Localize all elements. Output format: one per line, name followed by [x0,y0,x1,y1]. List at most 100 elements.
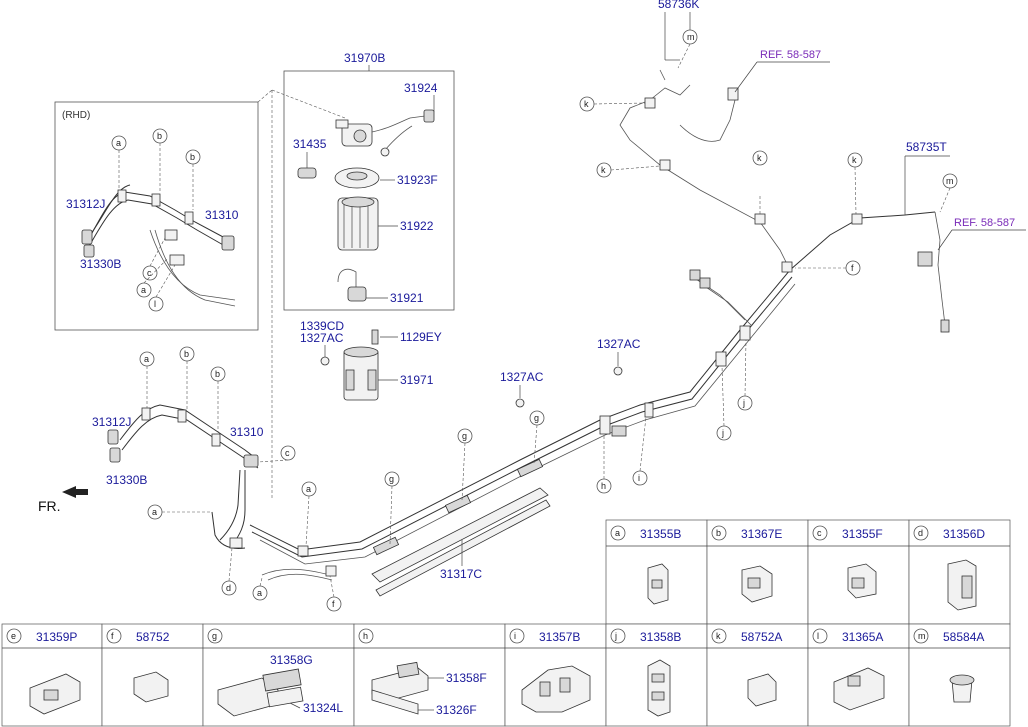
legend-letter-k: k [716,631,721,641]
svg-text:a: a [257,588,262,598]
legend-part-a: 31355B [640,527,681,541]
legend-g-label-a: 31358G [270,653,313,667]
legend-letter-m: m [918,631,926,641]
svg-text:a: a [306,484,311,494]
legend-letter-a: a [615,528,620,538]
front-direction-arrow [62,486,88,498]
label-31312j-rhd: 31312J [66,197,105,211]
filter-bracket-31971 [320,329,379,401]
fr-label: FR. [38,498,61,514]
label-31971: 31971 [400,373,434,387]
legend-part-images-top [647,559,977,611]
svg-text:c: c [285,448,290,458]
svg-text:k: k [601,165,606,175]
svg-text:k: k [757,153,762,163]
label-31921: 31921 [390,291,424,305]
rhd-fuel-pipes [81,184,236,307]
legend-part-e: 31359P [36,630,77,644]
label-58736k: 58736K [658,0,699,11]
pipe-protector-31317c [371,366,627,597]
legend-letter-e: e [11,631,16,641]
legend-letter-l-circle [812,628,828,644]
legend-letter-m-circle [913,628,929,644]
svg-text:k: k [852,155,857,165]
legend-part-i: 31357B [539,630,580,644]
svg-text:a: a [116,138,121,148]
legend-h-label-a: 31358F [446,671,487,685]
legend-letter-b: b [716,528,721,538]
legend-letter-f: f [111,631,114,641]
legend-part-k: 58752A [741,630,782,644]
label-31922: 31922 [400,219,434,233]
fuel-filter-parts [297,109,435,302]
legend-letter-e-circle [6,628,22,644]
label-31435: 31435 [293,137,327,151]
fuel-filter-box [283,70,455,311]
label-31330b-rhd: 31330B [80,257,121,271]
legend-letter-l: l [817,631,819,641]
main-fuel-pipes [107,69,950,581]
svg-text:j: j [742,398,745,408]
legend-h-label-b: 31326F [436,703,477,717]
label-1327ac-c: 1327AC [597,337,641,351]
legend-part-j: 31358B [640,630,681,644]
svg-text:i: i [638,473,640,483]
legend-letter-j: j [614,631,617,641]
svg-text:c: c [147,268,152,278]
rhd-callouts: a b b c a l [111,128,201,312]
rhd-inset-box [54,101,259,331]
svg-text:g: g [462,431,467,441]
svg-text:b: b [184,349,189,359]
svg-text:g: g [534,413,539,423]
label-31310-rhd: 31310 [205,208,239,222]
label-1129ey: 1129EY [400,330,442,344]
legend-letter-b-circle [711,525,727,541]
svg-text:l: l [154,299,156,309]
legend-letter-c-circle [812,525,828,541]
legend-letter-j-circle [610,628,626,644]
legend-part-c: 31355F [842,527,883,541]
legend-letter-c: c [817,528,822,538]
ref-58-587-a[interactable]: REF. 58-587 [760,49,821,61]
svg-text:k: k [584,99,589,109]
main-callouts: a b b c a a d a f g g g h i j j f k k [139,29,958,612]
legend-part-m: 58584A [943,630,984,644]
svg-text:h: h [601,481,606,491]
legend-part-f: 58752 [136,630,170,644]
legend-letter-a-circle [610,525,626,541]
legend-letter-i: i [514,631,516,641]
legend-part-images-bottom [29,659,975,717]
label-31312j: 31312J [92,415,131,429]
legend-g-label-b: 31324L [303,701,343,715]
ref-58-587-b[interactable]: REF. 58-587 [954,217,1015,229]
label-31317c: 31317C [440,567,482,581]
label-31330b: 31330B [106,473,147,487]
legend-letter-g: g [212,631,217,641]
legend-part-d: 31356D [943,527,985,541]
legend-letter-h-circle [358,628,374,644]
label-1327ac-b: 1327AC [500,370,544,384]
legend-letter-f-circle [106,628,122,644]
label-31970b: 31970B [344,51,385,65]
legend-letter-k-circle [711,628,727,644]
svg-text:a: a [152,507,157,517]
label-31924: 31924 [404,81,438,95]
label-1339cd: 1339CD [300,319,344,333]
svg-text:m: m [687,32,695,42]
svg-text:g: g [389,474,394,484]
svg-text:f: f [332,599,335,609]
svg-text:f: f [851,263,854,273]
svg-text:b: b [215,369,220,379]
svg-text:a: a [144,354,149,364]
legend-letter-d-circle [913,525,929,541]
svg-text:d: d [226,583,231,593]
label-58735t: 58735T [906,140,947,154]
svg-text:b: b [190,152,195,162]
svg-text:j: j [721,428,724,438]
legend-part-b: 31367E [741,527,782,541]
legend-letter-i-circle [509,628,525,644]
label-31310: 31310 [230,425,264,439]
